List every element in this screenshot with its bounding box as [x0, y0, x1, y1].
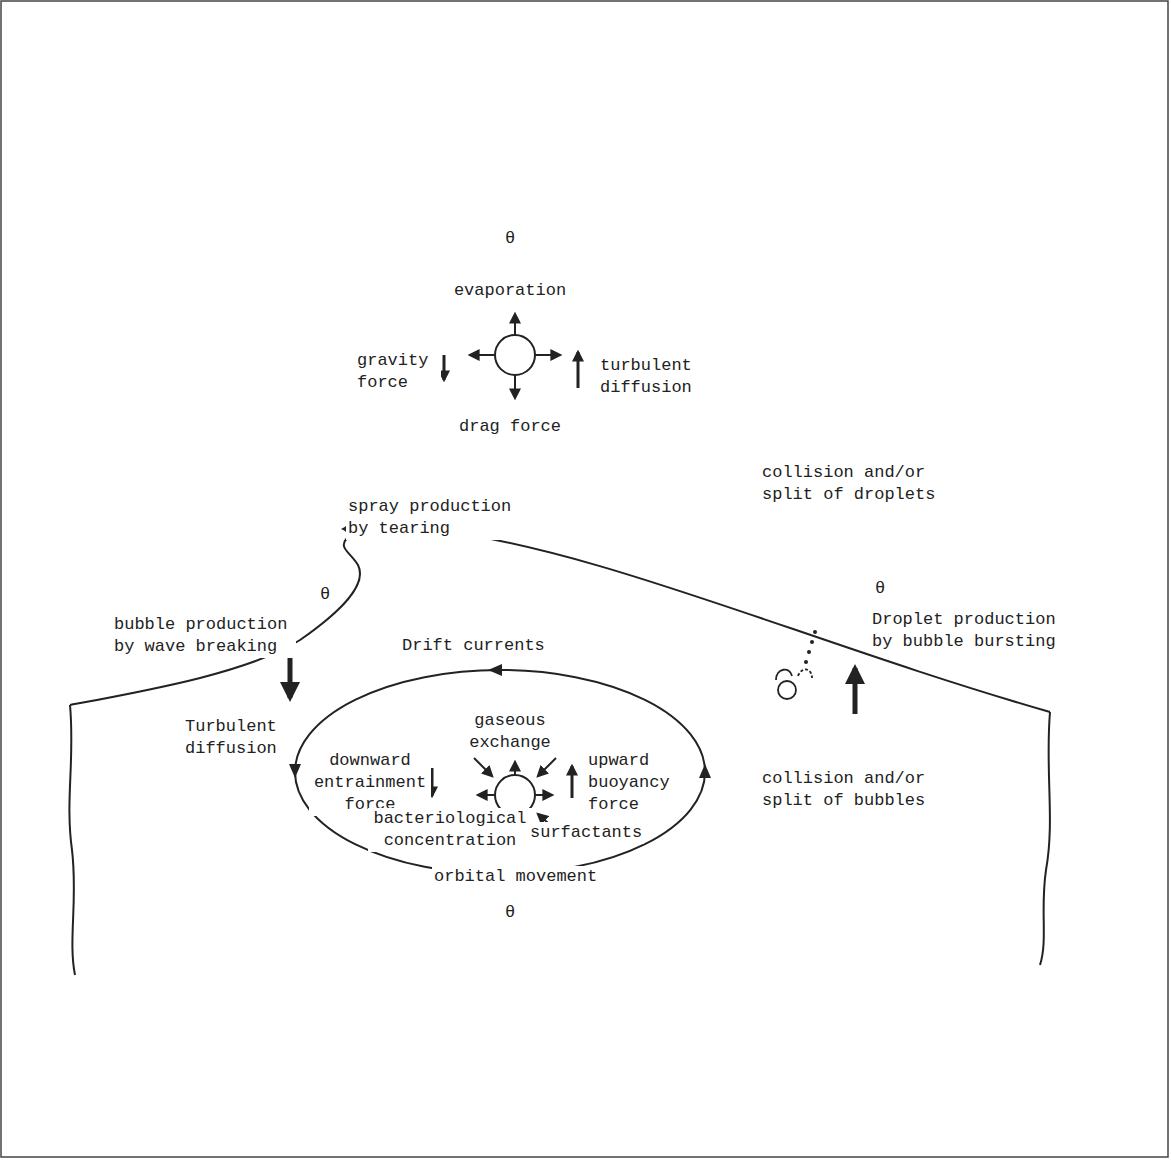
text-label: Turbulent diffusion — [183, 716, 285, 760]
text-label: orbital movement — [432, 866, 599, 888]
text-label: θ — [503, 902, 517, 924]
text-label: collision and/or split of droplets — [760, 462, 944, 506]
text-label: bubble production by wave breaking — [112, 614, 296, 658]
text-label: spray production by tearing — [346, 496, 519, 540]
text-label: gaseous exchange — [464, 710, 556, 754]
text-label: turbulent diffusion — [598, 355, 700, 399]
text-label: downward entrainment force — [309, 750, 431, 816]
text-label: collision and/or split of bubbles — [760, 768, 933, 812]
text-label: θ — [318, 584, 332, 606]
text-label: evaporation — [452, 280, 568, 302]
text-label: Droplet production by bubble bursting — [870, 609, 1064, 653]
text-label: Drift currents — [400, 635, 547, 657]
text-label: bacteriological concentration — [368, 808, 531, 852]
text-label: θ — [503, 228, 517, 250]
text-label: upward buoyancy force — [586, 750, 678, 816]
text-label: θ — [873, 578, 887, 600]
text-label: drag force — [457, 416, 563, 438]
text-label: gravity force — [355, 350, 441, 394]
text-label: surfactants — [528, 822, 644, 844]
